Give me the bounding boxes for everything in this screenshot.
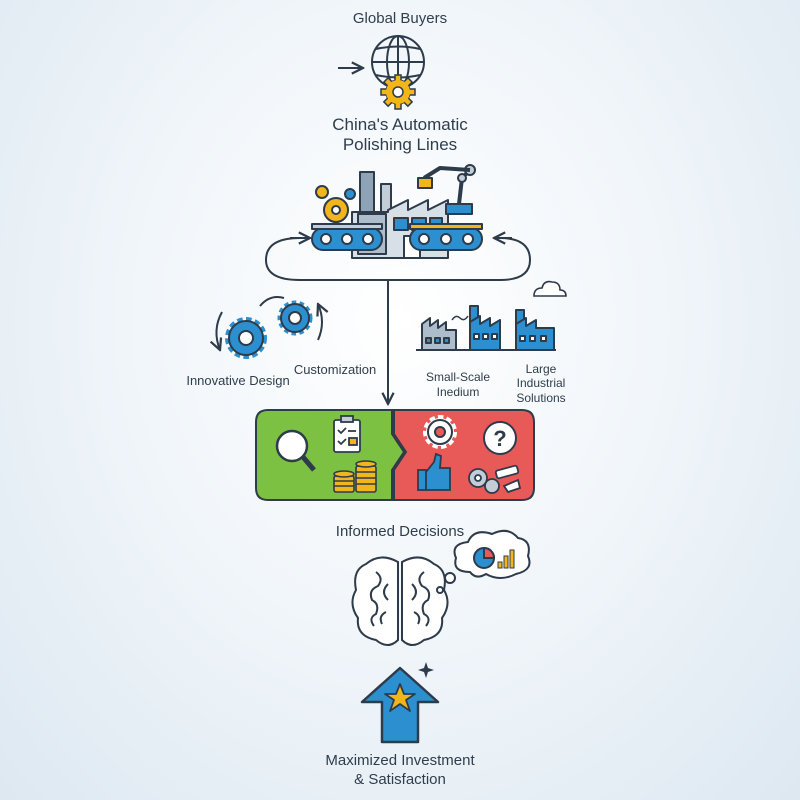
large-industrial-label: Large Industrial Solutions bbox=[508, 362, 574, 405]
gears-cycle-icon bbox=[216, 296, 322, 359]
customization-label: Customization bbox=[293, 362, 377, 377]
informed-decisions-label: Informed Decisions bbox=[335, 523, 465, 540]
svg-text:?: ? bbox=[493, 426, 506, 451]
gear-icon bbox=[380, 74, 416, 110]
gear-warning-icon bbox=[423, 415, 457, 449]
large-line3: Solutions bbox=[516, 390, 566, 405]
loop-connector bbox=[264, 238, 532, 404]
factory-robot-icon bbox=[311, 164, 483, 259]
pros-panel bbox=[255, 409, 406, 501]
cloud-icon bbox=[533, 280, 567, 297]
up-arrow-star-icon bbox=[360, 666, 440, 744]
maximized-investment-label: Maximized Investment & Satisfaction bbox=[270, 752, 530, 790]
sparkle-icon bbox=[418, 662, 434, 678]
broken-parts-icon bbox=[468, 464, 522, 494]
checklist-icon bbox=[333, 415, 361, 453]
china-polishing-lines-title: China's Automatic Polishing Lines bbox=[260, 115, 540, 156]
factories-icon bbox=[416, 305, 556, 351]
global-buyers-label: Global Buyers bbox=[352, 10, 448, 27]
small-scale-line1: Small-Scale bbox=[425, 370, 491, 384]
coins-icon bbox=[333, 460, 377, 493]
thought-chart-icon bbox=[436, 529, 531, 594]
large-line1: Large bbox=[525, 362, 557, 376]
china-title-line1: China's Automatic bbox=[332, 115, 468, 134]
innovative-design-label: Innovative Design bbox=[186, 373, 290, 388]
maximized-line1: Maximized Investment bbox=[325, 752, 475, 769]
magnifier-icon bbox=[275, 429, 316, 472]
large-line2: Industrial bbox=[516, 376, 566, 391]
china-title-line2: Polishing Lines bbox=[342, 135, 458, 155]
thumbs-up-icon bbox=[417, 452, 451, 491]
maximized-line2: & Satisfaction bbox=[354, 770, 446, 788]
question-icon: ? bbox=[483, 421, 517, 455]
brain-icon bbox=[351, 556, 449, 646]
globe-icon bbox=[371, 35, 425, 89]
small-scale-line2: Inedium bbox=[436, 385, 480, 399]
small-scale-label: Small-Scale Inedium bbox=[408, 370, 508, 400]
